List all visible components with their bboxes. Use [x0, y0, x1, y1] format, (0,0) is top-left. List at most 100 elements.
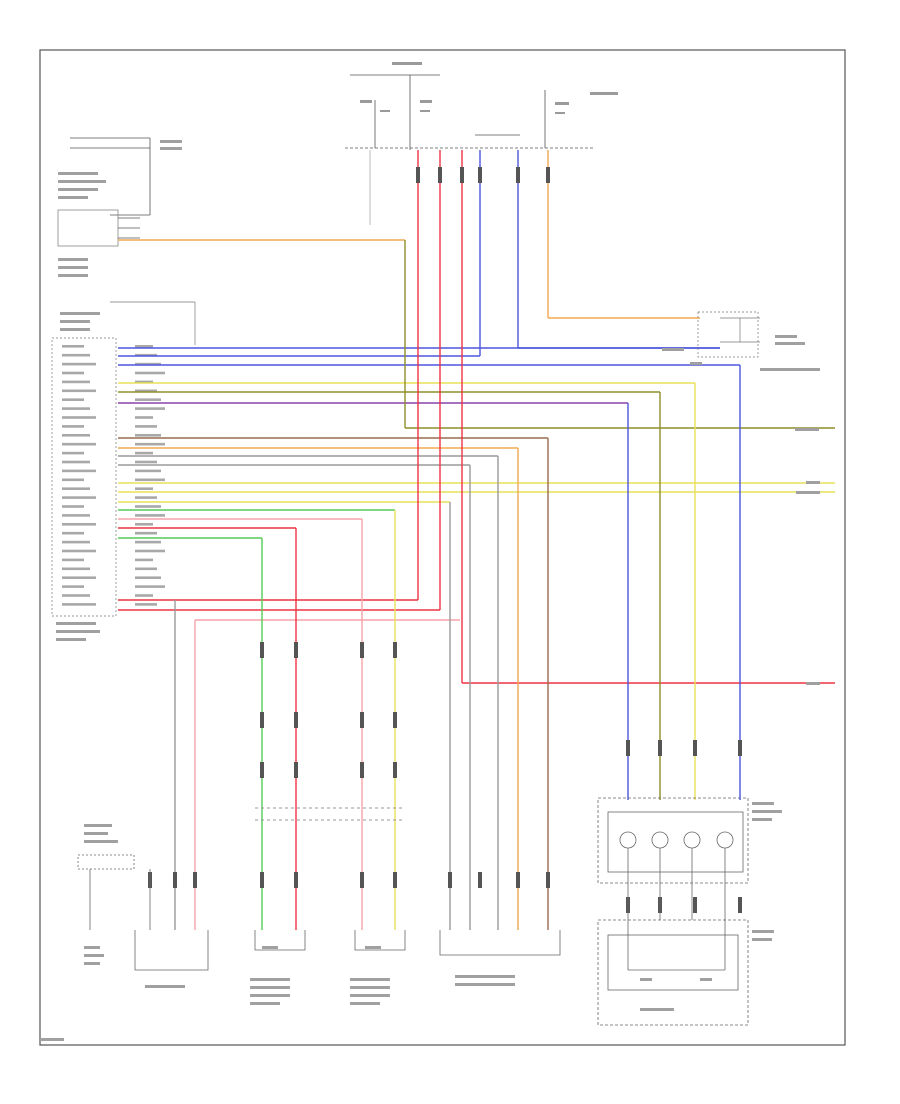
pin-label-mark [62, 531, 84, 535]
wire-code-mark [135, 416, 153, 419]
connector-tick [393, 712, 397, 728]
connector-tick [658, 740, 662, 756]
pin-label-mark [62, 469, 96, 473]
pin-label-mark [62, 514, 90, 517]
pin-label-mark [62, 362, 96, 366]
wire-code-mark [135, 442, 165, 446]
wire-code-mark [135, 434, 161, 437]
connector-tick [448, 872, 452, 888]
connector-tick [360, 872, 364, 888]
wire-code-mark [135, 371, 165, 375]
pin-label-mark [62, 505, 84, 508]
connector-tick [294, 762, 298, 778]
right-side-text-marks [662, 335, 820, 685]
pin-label-mark [62, 523, 96, 526]
wire-code-mark [135, 585, 165, 588]
connector-tick [626, 740, 630, 756]
connector-tick [516, 167, 520, 183]
sensor-text-marks [640, 802, 782, 1011]
connector-tick [478, 167, 482, 183]
pin-label-mark [62, 353, 90, 357]
diagram-frame [39, 49, 846, 1046]
connector-tick [478, 872, 482, 888]
wire-code-mark [135, 353, 157, 357]
pin-label-mark [62, 416, 96, 419]
connector-tick [360, 642, 364, 658]
pin-label-mark [62, 576, 96, 579]
connector-tick [294, 872, 298, 888]
pin-label-mark [62, 398, 84, 401]
pin-label-mark [62, 451, 84, 455]
wire-code-mark [135, 398, 161, 401]
pin-label-marks [62, 345, 165, 606]
pin-label-mark [62, 540, 90, 544]
connector-tick [516, 872, 520, 888]
wire-code-mark [135, 425, 157, 428]
connector-tick [546, 872, 550, 888]
connector-tick [173, 872, 177, 888]
pin-label-mark [62, 478, 84, 482]
connector-tick [393, 872, 397, 888]
main-module [51, 301, 196, 617]
pin-label-mark [62, 603, 96, 606]
connector-tick [360, 712, 364, 728]
wire-code-mark [135, 407, 165, 410]
connector-tick [260, 872, 264, 888]
fuse-block-marks [360, 62, 618, 114]
connector-tick [460, 167, 464, 183]
wire-code-mark [135, 549, 165, 553]
wire-code-mark [135, 523, 153, 526]
connector-tick [294, 712, 298, 728]
wire-code-mark [135, 594, 153, 597]
wire-code-mark [135, 478, 165, 482]
connector-tick [738, 740, 742, 756]
connector-ticks [148, 167, 742, 913]
left-top-module [57, 137, 151, 247]
wire-code-mark [135, 567, 157, 571]
pin-label-mark [62, 434, 90, 437]
pin-label-mark [62, 585, 84, 588]
wire-code-mark [135, 345, 153, 348]
pin-label-mark [62, 345, 84, 348]
wire-code-mark [135, 460, 157, 464]
pin-label-mark [62, 594, 90, 597]
pin-label-mark [62, 389, 96, 393]
wire-code-mark [135, 380, 153, 384]
wire-code-mark [135, 487, 153, 490]
connector-tick [393, 642, 397, 658]
pin-label-mark [62, 425, 84, 428]
connector-tick [260, 712, 264, 728]
connector-tick [393, 762, 397, 778]
wire-code-mark [135, 558, 153, 562]
connector-tick [260, 642, 264, 658]
pin-label-mark [62, 496, 96, 499]
power-feed-block [345, 74, 595, 225]
wire-code-mark [135, 505, 161, 508]
connector-tick [693, 897, 697, 913]
pin-label-mark [62, 371, 84, 375]
pin-label-mark [62, 407, 90, 410]
sensor-assembly [597, 797, 749, 1026]
wire-code-mark [135, 514, 165, 517]
connector-tick [738, 897, 742, 913]
connector-tick [193, 872, 197, 888]
connector-tick [294, 642, 298, 658]
pin-label-mark [62, 460, 90, 464]
connector-tick [546, 167, 550, 183]
pin-label-mark [62, 567, 90, 571]
wire-code-mark [135, 469, 161, 473]
left-top-text-marks [58, 140, 182, 277]
wire-code-mark [135, 576, 161, 579]
connector-tick [260, 762, 264, 778]
pin-label-mark [62, 549, 96, 553]
wire-code-mark [135, 389, 157, 393]
pin-label-mark [62, 380, 90, 384]
horizontal-wires [118, 239, 835, 684]
pin-label-mark [62, 487, 90, 490]
connector-tick [416, 167, 420, 183]
connector-tick [693, 740, 697, 756]
pin-label-mark [62, 442, 96, 446]
bottom-left-components [77, 854, 561, 971]
bottom-left-text-marks [84, 824, 515, 1005]
